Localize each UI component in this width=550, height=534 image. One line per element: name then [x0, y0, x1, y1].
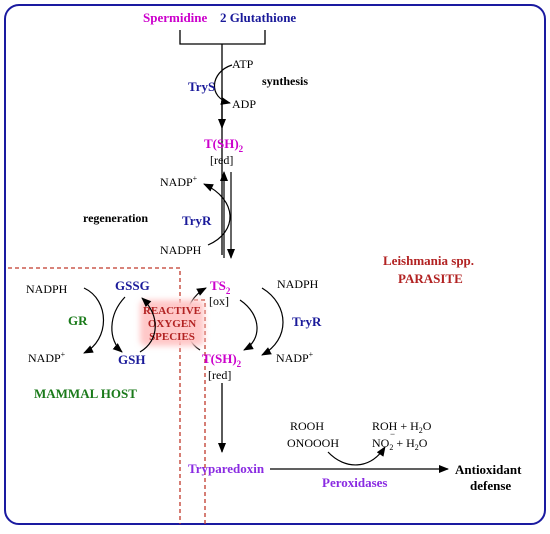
ros-line1: REACTIVE	[143, 305, 201, 317]
roh-h2o-o: O	[423, 419, 432, 433]
tsh2-top-text: T(SH)	[204, 136, 239, 151]
gr-cycle-curve	[83, 287, 105, 354]
onoooh-label: ONOOOH	[287, 436, 339, 450]
no2-charge: −	[390, 429, 395, 439]
nadp-plus-left: NADP+	[28, 350, 66, 365]
nadph-right: NADPH	[277, 277, 319, 291]
tsh2-lower-red: [red]	[208, 368, 231, 382]
tsh2-lower-text: T(SH)	[202, 351, 237, 366]
adp-label: ADP	[232, 97, 256, 111]
nadp-plus-right: NADP+	[276, 350, 314, 365]
no2-h2o-sub: 2	[415, 443, 419, 452]
ros-line3: SPECIES	[149, 331, 195, 343]
ros-glow	[140, 300, 204, 346]
ts2-ox: [ox]	[209, 294, 229, 308]
ts2-sub: 2	[226, 286, 231, 296]
tryr-upper-label: TryR	[182, 213, 212, 228]
tsh2-top-sub: 2	[239, 144, 244, 154]
gssg-label: GSSG	[115, 278, 150, 293]
tsh2-top-red: [red]	[210, 153, 233, 167]
tsh2-lower-label: T(SH)2	[202, 351, 242, 369]
parasite-label: PARASITE	[398, 271, 463, 286]
peroxidases-label: Peroxidases	[322, 475, 387, 490]
substrate-bracket	[179, 30, 266, 255]
regeneration-label: regeneration	[83, 211, 148, 225]
tryparedoxin-label: Tryparedoxin	[188, 461, 265, 476]
roh-h2o-sub: 2	[419, 426, 423, 435]
no2-text: NO	[372, 436, 390, 450]
no2-h2o-o: O	[419, 436, 428, 450]
defense-label: defense	[470, 478, 511, 493]
peroxide-curve	[327, 446, 386, 466]
ts2-label: TS2	[210, 278, 231, 296]
mammal-host-boundary	[8, 267, 181, 524]
spermidine-label: Spermidine	[143, 10, 208, 25]
atp-adp-curve	[213, 64, 233, 105]
ts2-reduction-curve	[239, 299, 258, 351]
tsh2-lower-sub: 2	[237, 359, 242, 369]
nadph-upper: NADPH	[160, 243, 202, 257]
rooh-label: ROOH	[290, 419, 324, 433]
glutathione-label: 2 Glutathione	[220, 10, 296, 25]
no2-sub: 2	[389, 443, 393, 452]
ros-line2: OXYGEN	[148, 318, 196, 330]
nadp-upper-text: NADP	[160, 175, 193, 189]
synthesis-label: synthesis	[262, 74, 308, 88]
nadp-right-text: NADP	[276, 351, 309, 365]
nadph-left: NADPH	[26, 282, 68, 296]
tryr-right-label: TryR	[292, 314, 322, 329]
gssg-gsh-curve	[111, 296, 126, 353]
leishmania-label: Leishmania spp.	[383, 253, 474, 268]
antioxidant-label: Antioxidant	[455, 462, 522, 477]
gr-label: GR	[68, 313, 88, 328]
roh-h2o-text: ROH + H	[372, 419, 419, 433]
nadp-left-text: NADP	[28, 351, 61, 365]
no2-h2o-text: + H	[393, 436, 415, 450]
tsh2-top-label: T(SH)2	[204, 136, 244, 154]
ts2-text: TS	[210, 278, 226, 293]
atp-label: ATP	[232, 57, 254, 71]
gsh-label: GSH	[118, 352, 145, 367]
regeneration-curve	[203, 183, 231, 246]
tryr-cycle-curve	[261, 287, 284, 356]
outer-border	[4, 4, 546, 525]
gsh-gssg-curve	[139, 297, 156, 353]
mammal-host-label: MAMMAL HOST	[34, 386, 137, 401]
trys-label: TryS	[188, 79, 215, 94]
no2-h2o-label: NO2 + H2O	[372, 436, 428, 452]
nadp-plus-upper: NADP+	[160, 174, 198, 189]
nadp-right-plus: +	[309, 350, 314, 359]
nadp-upper-plus: +	[193, 174, 198, 183]
roh-h2o-label: ROH + H2O	[372, 419, 432, 435]
nadp-left-plus: +	[61, 350, 66, 359]
